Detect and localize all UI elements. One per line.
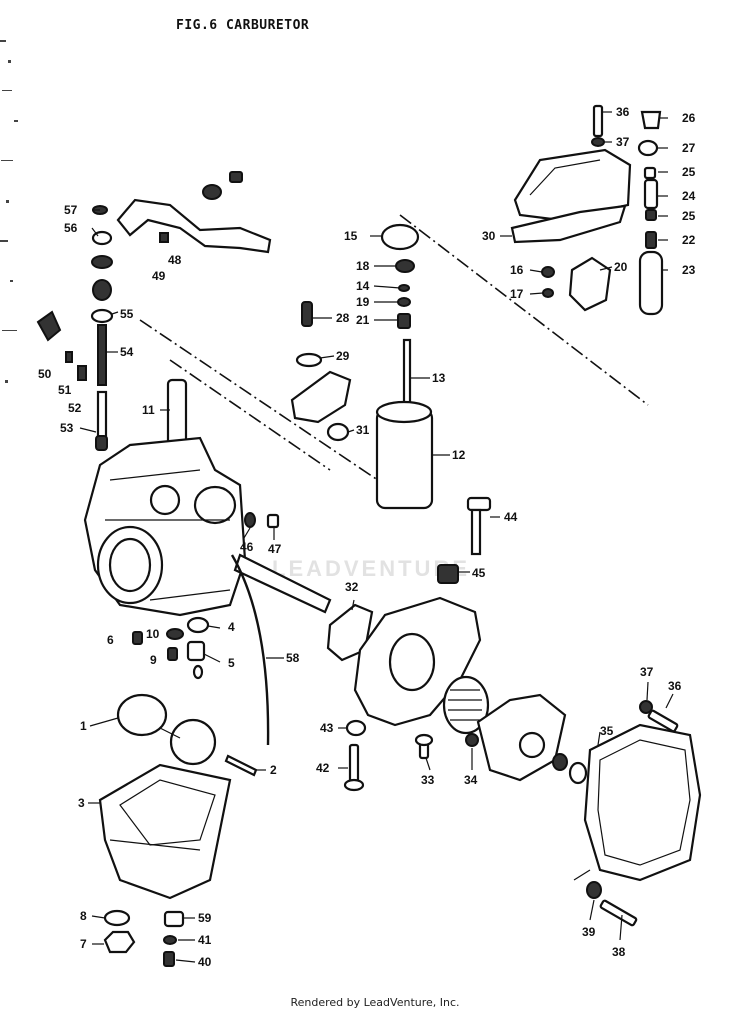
callout-57: 57 (64, 203, 78, 217)
callout-13: 13 (432, 371, 446, 385)
callout-31: 31 (356, 423, 370, 437)
callout-32: 32 (345, 580, 359, 594)
callout-54: 54 (120, 345, 134, 359)
callout-19: 19 (356, 295, 370, 309)
callout-2: 2 (270, 763, 277, 777)
callout-36b: 36 (616, 105, 630, 119)
callout-15: 15 (344, 229, 358, 243)
callout-49: 49 (152, 269, 166, 283)
callout-39: 39 (582, 925, 596, 939)
callout-7: 7 (80, 937, 87, 951)
callout-1: 1 (80, 719, 87, 733)
callout-48: 48 (168, 253, 182, 267)
callout-29: 29 (336, 349, 350, 363)
callout-36a: 36 (668, 679, 682, 693)
leader-lines (79, 111, 674, 963)
callout-37b: 37 (616, 135, 630, 149)
callout-45: 45 (472, 566, 486, 580)
top-cover (510, 104, 664, 316)
callout-6: 6 (107, 633, 114, 647)
callout-5: 5 (228, 656, 235, 670)
callout-25a: 25 (682, 165, 696, 179)
callout-9: 9 (150, 653, 157, 667)
float-and-jets (116, 554, 270, 777)
callout-26: 26 (682, 111, 696, 125)
callout-47: 47 (268, 542, 282, 556)
idle-screw-stack (36, 205, 114, 451)
carburetor-body (83, 378, 332, 617)
callout-44: 44 (504, 510, 518, 524)
callout-17: 17 (510, 287, 524, 301)
callout-11: 11 (142, 403, 155, 417)
callout-41: 41 (198, 933, 212, 947)
callout-37a: 37 (640, 665, 654, 679)
callout-59: 59 (198, 911, 212, 925)
callout-3: 3 (78, 796, 85, 810)
choke-bracket (116, 171, 272, 254)
callout-25b: 25 (682, 209, 696, 223)
scan-noise (0, 40, 18, 383)
callout-28: 28 (336, 311, 350, 325)
callout-27: 27 (682, 141, 696, 155)
callout-20: 20 (614, 260, 628, 274)
right-cover (583, 700, 702, 927)
page-title: FIG.6 CARBURETOR (176, 18, 310, 33)
callout-53: 53 (60, 421, 74, 435)
callout-40: 40 (198, 955, 212, 969)
callout-34: 34 (464, 773, 478, 787)
callout-56: 56 (64, 221, 78, 235)
callout-21: 21 (356, 313, 370, 327)
callout-30: 30 (482, 229, 496, 243)
callout-4: 4 (228, 620, 235, 634)
piston-assembly (290, 223, 434, 510)
callout-33: 33 (421, 773, 435, 787)
callout-22: 22 (682, 233, 696, 247)
callout-14: 14 (356, 279, 370, 293)
watermark: LEADVENTURE (272, 556, 471, 581)
callout-50: 50 (38, 367, 52, 381)
callout-35: 35 (600, 724, 614, 738)
callout-numbers: 1 2 3 4 5 6 7 8 9 10 11 12 13 14 15 16 1… (38, 105, 696, 969)
float-bowl (98, 763, 232, 967)
footer-credit: Rendered by LeadVenture, Inc. (290, 996, 460, 1009)
callout-38: 38 (612, 945, 626, 959)
callout-51: 51 (58, 383, 72, 397)
callout-12: 12 (452, 448, 466, 462)
callout-43: 43 (320, 721, 334, 735)
callout-42: 42 (316, 761, 330, 775)
callout-16: 16 (510, 263, 524, 277)
callout-24: 24 (682, 189, 696, 203)
pump-assembly (326, 496, 588, 792)
callout-46: 46 (240, 540, 254, 554)
callout-23: 23 (682, 263, 696, 277)
callout-10: 10 (146, 627, 160, 641)
callout-8: 8 (80, 909, 87, 923)
alignment-lines (139, 214, 649, 496)
callout-18: 18 (356, 259, 370, 273)
callout-58: 58 (286, 651, 300, 665)
callout-55: 55 (120, 307, 134, 321)
callout-52: 52 (68, 401, 82, 415)
